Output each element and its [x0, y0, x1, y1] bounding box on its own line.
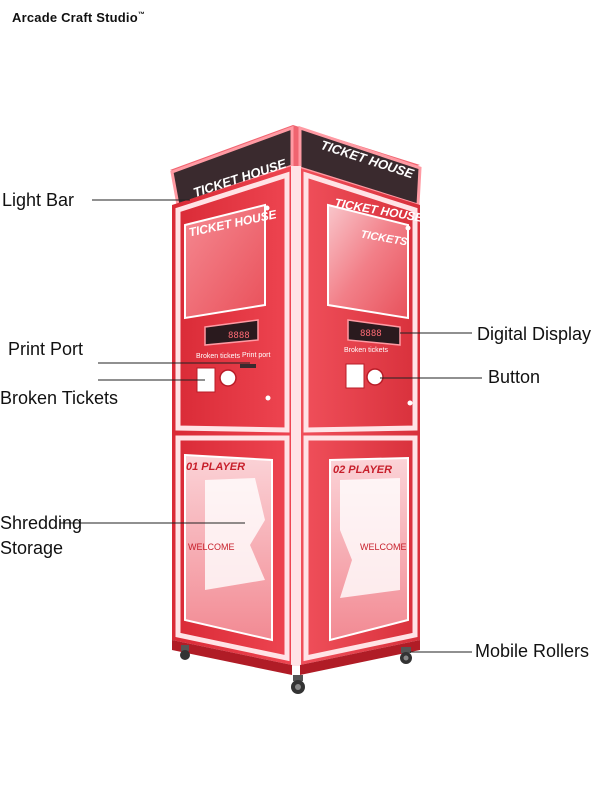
brand-logo: Arcade Craft Studio™: [12, 10, 145, 25]
right-screw-bottom: [407, 400, 413, 406]
right-screw-top: [405, 225, 411, 231]
corner-light-strip: [291, 166, 301, 666]
right-digital-display: [347, 319, 401, 346]
left-digital-display: [204, 319, 259, 346]
right-button: [366, 368, 384, 386]
button-label: Button: [488, 367, 540, 387]
right-broken-ticket-slot: [345, 363, 365, 389]
roller-right: [400, 647, 412, 664]
left-button: [219, 369, 237, 387]
left-lower-frame: [175, 435, 290, 662]
left-shredding-bin: [205, 478, 265, 590]
shredding-label: Shredding: [0, 513, 82, 533]
storage-label: Storage: [0, 538, 63, 558]
right-lower-frame: [303, 435, 418, 662]
broken-tickets-label: Broken Tickets: [0, 388, 118, 408]
callout-lines: [60, 199, 482, 653]
print-port-label: Print Port: [8, 339, 83, 359]
left-player-label: 01 PLAYER: [186, 461, 245, 473]
left-screw-top: [264, 205, 270, 211]
base-right: [300, 640, 420, 675]
right-upper-frame: [303, 171, 418, 433]
right-display-digits: 8888: [360, 329, 382, 339]
digital-display-label: Digital Display: [477, 324, 591, 344]
left-upper-frame: [175, 171, 290, 433]
left-screw-bottom: [265, 395, 271, 401]
light-bar-label: Light Bar: [2, 190, 74, 210]
base-left: [172, 640, 292, 675]
mobile-rollers-label: Mobile Rollers: [475, 641, 589, 661]
right-player-label: 02 PLAYER: [333, 464, 392, 476]
left-welcome-text: WELCOME: [188, 542, 235, 552]
cabinet: TICKET HOUSE TICKET HOUSE TICKET HOUSE T…: [170, 125, 425, 694]
right-upper-window: [327, 203, 409, 320]
left-upper-window: [184, 203, 266, 320]
left-print-label: Print port: [242, 352, 270, 359]
left-display-digits: 8888: [228, 331, 250, 341]
roller-center: [291, 675, 305, 694]
brand-trademark: ™: [137, 11, 146, 19]
roller-left: [180, 645, 190, 660]
right-shredding-bin: [340, 478, 400, 598]
left-broken-label: Broken tickets: [196, 353, 240, 360]
right-welcome-text: WELCOME: [360, 542, 407, 552]
left-print-port: [240, 364, 256, 368]
right-broken-label: Broken tickets: [344, 347, 388, 354]
brand-name: Arcade Craft Studio: [12, 10, 138, 25]
